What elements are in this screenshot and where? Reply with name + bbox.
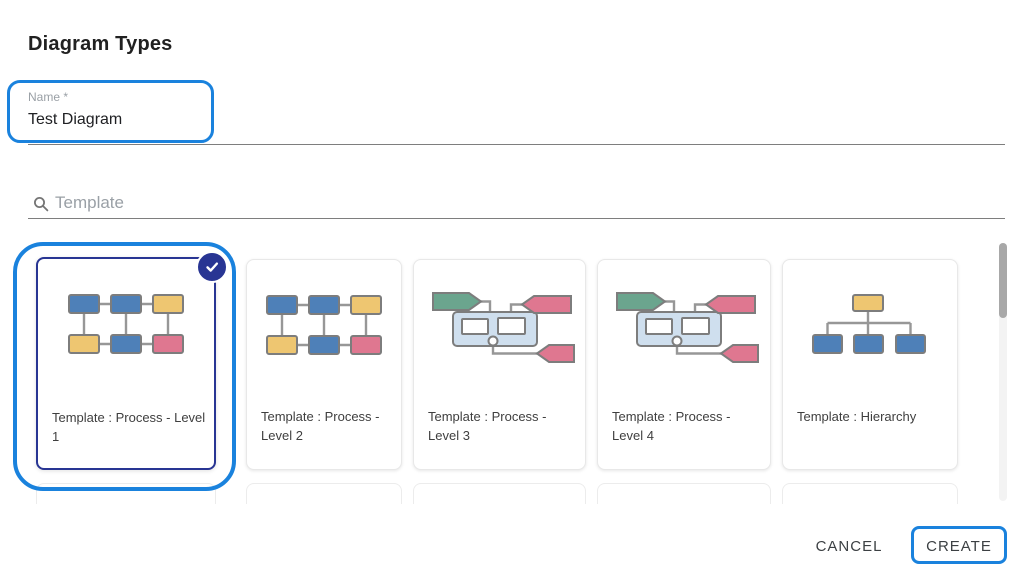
template-card-partial[interactable] bbox=[36, 483, 216, 504]
name-input[interactable] bbox=[28, 108, 203, 132]
template-card-label: Template : Process - Level 1 bbox=[52, 410, 206, 444]
template-card-label: Template : Process - Level 3 bbox=[428, 409, 547, 443]
template-card-process-level-2[interactable]: Template : Process - Level 2 bbox=[246, 259, 402, 470]
template-card-label: Template : Process - Level 2 bbox=[261, 409, 380, 443]
process-grid-thumbnail-icon bbox=[38, 289, 214, 359]
template-card-process-level-4[interactable]: Template : Process - Level 4 bbox=[597, 259, 771, 470]
template-card-label: Template : Hierarchy bbox=[797, 409, 917, 424]
search-icon bbox=[34, 197, 49, 212]
hierarchy-thumbnail-icon bbox=[783, 287, 957, 357]
bpmn-flow-thumbnail-icon bbox=[414, 280, 585, 366]
template-card-partial[interactable] bbox=[246, 483, 402, 504]
name-field-label: Name * bbox=[28, 90, 69, 104]
template-card-partial[interactable] bbox=[597, 483, 771, 504]
bpmn-flow-thumbnail-icon bbox=[598, 280, 770, 366]
scrollbar-thumb[interactable] bbox=[999, 243, 1007, 318]
template-card-process-level-1[interactable]: Template : Process - Level 1 bbox=[36, 257, 216, 470]
scrollbar-track[interactable] bbox=[999, 243, 1007, 501]
cancel-button[interactable]: CANCEL bbox=[805, 531, 893, 561]
template-card-process-level-3[interactable]: Template : Process - Level 3 bbox=[413, 259, 586, 470]
search-field-underline bbox=[28, 218, 1005, 219]
process-grid-thumbnail-icon bbox=[247, 290, 401, 360]
selected-check-icon bbox=[196, 251, 228, 283]
name-field-underline bbox=[28, 144, 1005, 145]
create-button[interactable]: CREATE bbox=[918, 531, 1000, 561]
dialog-title: Diagram Types bbox=[28, 33, 173, 55]
template-card-label: Template : Process - Level 4 bbox=[612, 409, 731, 443]
template-search-input[interactable] bbox=[55, 190, 990, 216]
template-card-partial[interactable] bbox=[782, 483, 958, 504]
template-card-partial[interactable] bbox=[413, 483, 586, 504]
template-card-hierarchy[interactable]: Template : Hierarchy bbox=[782, 259, 958, 470]
